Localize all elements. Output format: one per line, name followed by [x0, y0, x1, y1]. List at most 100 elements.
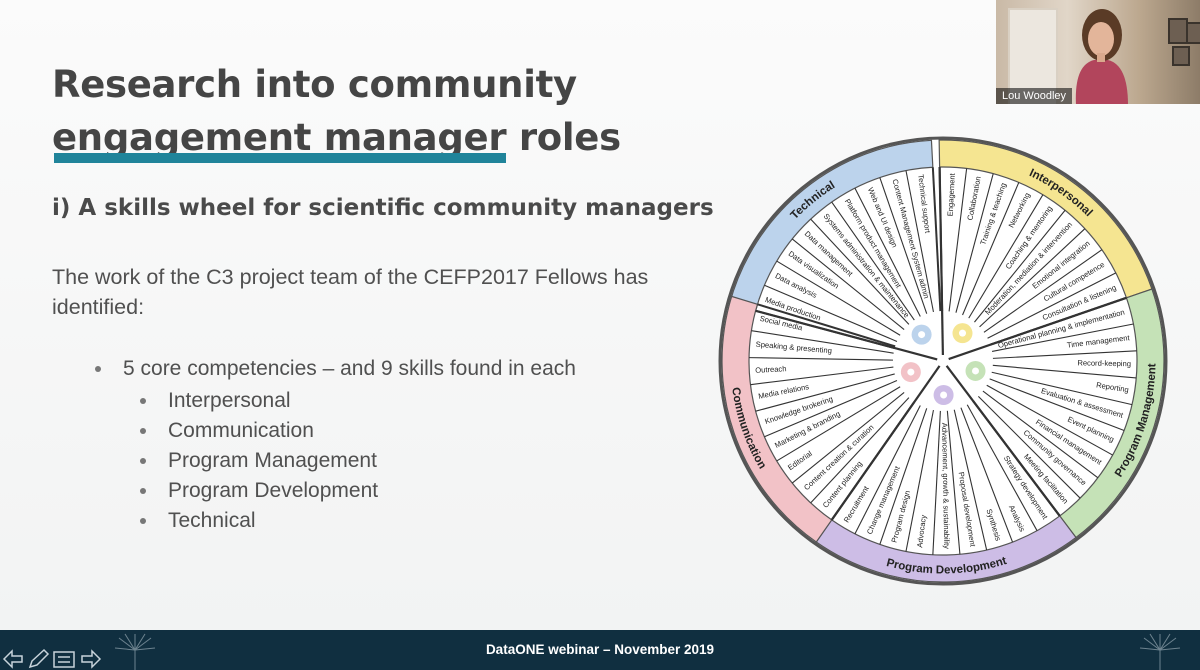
skill-divider [750, 366, 894, 386]
skill-divider [946, 410, 961, 555]
skill-divider [932, 410, 941, 555]
skill-divider [962, 182, 1020, 316]
sub-bullet-item: Technical [140, 506, 576, 536]
skill-divider [757, 303, 896, 348]
growth-icon [962, 357, 989, 384]
skill-divider [854, 405, 921, 535]
skill-divider [953, 409, 988, 551]
intro-text: The work of the C3 project team of the C… [52, 265, 649, 319]
skill-divider [879, 408, 928, 545]
category-divider [945, 365, 1061, 517]
bullet-dot [140, 488, 146, 494]
skill-divider [810, 397, 910, 504]
sub-bullet-item: Communication [140, 416, 576, 446]
category-divider [755, 309, 938, 361]
back-arrow-icon[interactable] [2, 649, 23, 669]
skill-divider [986, 384, 1113, 456]
skill-divider [991, 323, 1134, 352]
title-line-1: Research into community [52, 63, 577, 106]
bullet-dot [140, 398, 146, 404]
bullet-item: 5 core competencies – and 9 skills found… [95, 355, 576, 383]
participant-video [1075, 9, 1128, 104]
skill-divider [979, 228, 1086, 328]
title-underline [54, 153, 506, 163]
sub-bullet-text: Program Development [168, 479, 379, 502]
category-band [721, 295, 833, 543]
bullet-dot [140, 518, 146, 524]
skill-divider [992, 350, 1137, 359]
skill-divider [931, 167, 942, 312]
skill-divider [776, 386, 901, 462]
people-icon [949, 320, 976, 347]
skill-divider [905, 409, 934, 552]
bullet-list: 5 core competencies – and 9 skills found… [95, 355, 576, 536]
skill-divider [968, 194, 1044, 319]
chat-icon [897, 359, 924, 386]
dandelion-decoration-icon [1139, 633, 1181, 670]
skill-divider [974, 209, 1066, 323]
title-line-2: engagement manager roles [52, 116, 621, 159]
category-divider [938, 167, 944, 356]
pen-icon[interactable] [28, 648, 50, 669]
bullet-dot [140, 428, 146, 434]
skill-divider [989, 378, 1125, 432]
skill-divider [791, 238, 905, 330]
slide-title: Research into community engagement manag… [52, 58, 692, 164]
menu-icon[interactable] [53, 651, 75, 668]
skill-divider [764, 284, 898, 342]
video-tile[interactable]: Lou Woodley [996, 0, 1200, 104]
icon-glyph [940, 391, 948, 399]
skill-label: Record-keeping [1077, 358, 1131, 368]
skill-divider [960, 407, 1014, 543]
sub-bullet-text: Program Management [168, 449, 377, 472]
sub-bullet-list: Interpersonal Communication Program Mana… [140, 386, 576, 536]
category-divider [830, 365, 941, 521]
skill-divider [749, 357, 894, 361]
skill-divider [977, 395, 1081, 499]
skill-divider [831, 201, 915, 321]
skill-divider [987, 272, 1117, 339]
skill-divider [854, 187, 921, 317]
skill-divider [751, 330, 894, 354]
gear-icon [930, 381, 957, 408]
category-band [728, 139, 934, 312]
picture-frame [1186, 22, 1200, 44]
skill-divider [948, 168, 968, 312]
skill-label: Outreach [755, 364, 787, 375]
skill-divider [982, 390, 1099, 479]
sub-bullet-text: Communication [168, 419, 314, 442]
skill-divider [955, 173, 994, 313]
skill-divider [810, 218, 910, 325]
forward-arrow-icon[interactable] [81, 649, 102, 669]
skill-divider [879, 177, 928, 314]
bullet-text: 5 core competencies – and 9 skills found… [123, 357, 576, 380]
skill-divider [966, 404, 1038, 531]
footer-text: DataONE webinar – November 2019 [485, 642, 715, 657]
icon-glyph [972, 367, 980, 375]
picture-frame [1168, 18, 1188, 44]
skill-label: Advocacy [915, 514, 928, 548]
picture-frame [1172, 46, 1190, 66]
icon-glyph [907, 368, 915, 376]
dandelion-decoration-icon [114, 633, 156, 670]
bullet-dot [140, 458, 146, 464]
skill-divider [791, 392, 905, 484]
bullet-dot [95, 366, 101, 372]
skill-divider [776, 260, 901, 336]
skill-divider [992, 364, 1137, 379]
participant-name: Lou Woodley [996, 88, 1073, 104]
category-divider [948, 296, 1127, 361]
skill-label: Advancement, growth & sustainability [940, 423, 951, 550]
skill-divider [764, 380, 898, 438]
sub-bullet-item: Interpersonal [140, 386, 576, 416]
sub-bullet-item: Program Management [140, 446, 576, 476]
icon-glyph [918, 331, 926, 339]
sub-bullet-item: Program Development [140, 476, 576, 506]
footer-bar: DataONE webinar – November 2019 [0, 630, 1200, 670]
skill-label: Engagement [946, 172, 957, 216]
sub-bullet-text: Technical [168, 509, 256, 532]
slide: Research into community engagement manag… [0, 0, 1200, 630]
icon-glyph [959, 329, 967, 337]
skill-divider [983, 249, 1103, 333]
